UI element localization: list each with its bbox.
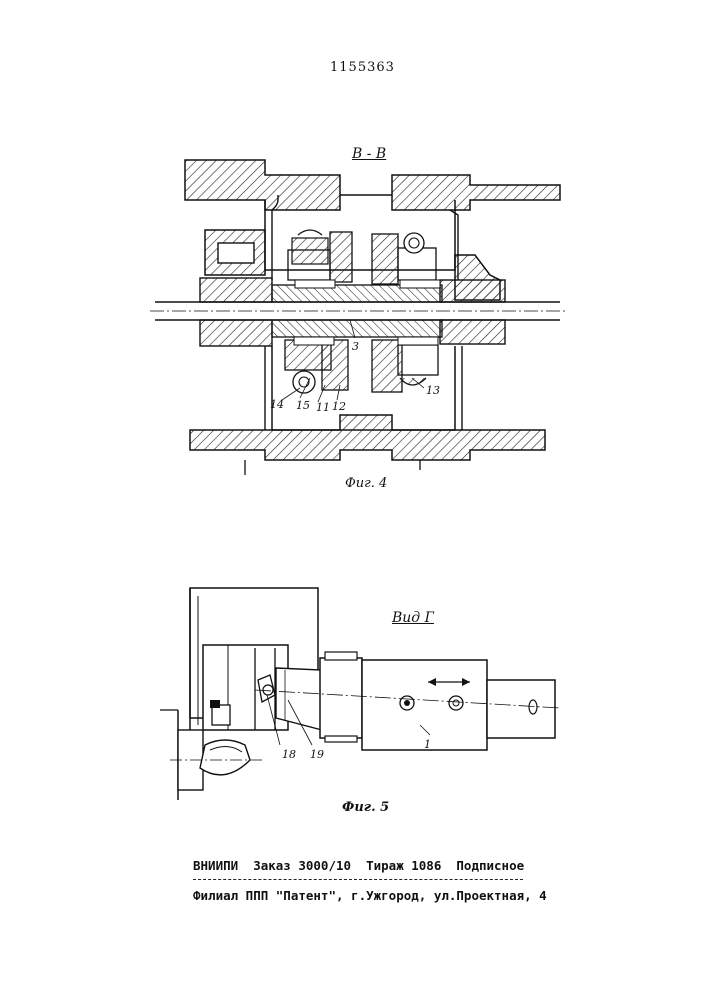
part-label-11: 11 bbox=[316, 401, 330, 414]
part-label-18: 18 bbox=[282, 748, 296, 761]
part-label-3: 3 bbox=[352, 340, 359, 353]
part-label-14: 14 bbox=[270, 398, 284, 411]
part-label-12: 12 bbox=[332, 400, 346, 413]
imprint-line-1: ВНИИПИ Заказ 3000/10 Тираж 1086 Подписно… bbox=[193, 858, 524, 873]
figure-4-caption: Фиг. 4 bbox=[345, 476, 387, 491]
part-label-1: 1 bbox=[424, 738, 431, 751]
imprint-divider bbox=[193, 879, 523, 880]
part-label-15: 15 bbox=[296, 399, 310, 412]
lower-housing-wall bbox=[190, 415, 545, 460]
part-label-13: 13 bbox=[426, 384, 440, 397]
upper-housing-wall bbox=[185, 160, 560, 210]
slide-bar bbox=[362, 660, 487, 750]
view-label-g: Вид Г bbox=[392, 610, 434, 626]
section-label-b-b: В - В bbox=[352, 146, 386, 162]
imprint-line-2: Филиал ППП "Патент", г.Ужгород, ул.Проек… bbox=[193, 888, 547, 903]
figure-5-caption: Фиг. 5 bbox=[342, 800, 389, 815]
part-label-19: 19 bbox=[310, 748, 324, 761]
